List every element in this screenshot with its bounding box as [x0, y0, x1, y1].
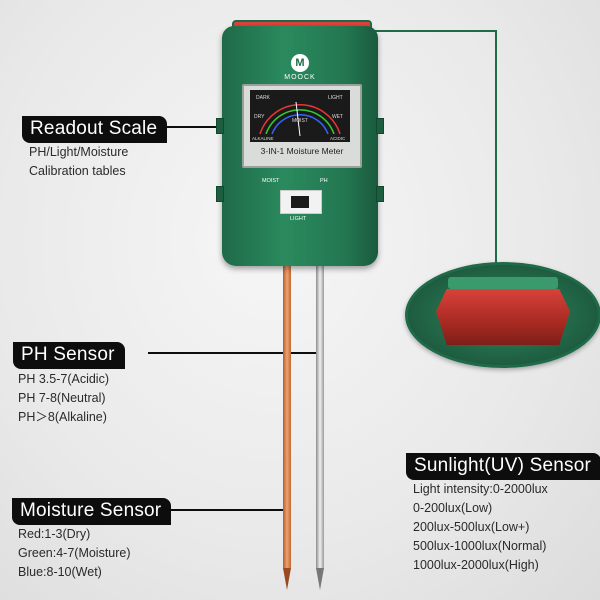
moisture-title: Moisture Sensor — [12, 498, 172, 525]
scale-wet: WET — [332, 114, 343, 120]
side-notch-right — [376, 118, 384, 134]
scale-light: LIGHT — [328, 95, 343, 101]
side-notch-left — [216, 118, 224, 134]
analog-meter-face: DARK LIGHT DRY WET MOIST ALKALINE ACIDIC — [250, 90, 350, 142]
ph-probe — [283, 264, 291, 569]
ph-connector — [148, 352, 320, 354]
scale-alkaline: ALKALINE — [252, 136, 274, 141]
readout-title: Readout Scale — [22, 116, 168, 143]
sunlight-line: 0-200lux(Low) — [413, 501, 493, 515]
switch-label-moist: MOIST — [262, 178, 280, 184]
meter-scale-graphic: DARK LIGHT DRY WET MOIST ALKALINE ACIDIC — [252, 95, 346, 141]
ph-desc: PH 3.5-7(Acidic) PH 7-8(Neutral) PH＞8(Al… — [18, 370, 109, 427]
scale-acidic: ACIDIC — [330, 136, 346, 141]
switch-label-light: LIGHT — [290, 216, 307, 222]
ph-line: PH 7-8(Neutral) — [18, 391, 106, 405]
moisture-meter-device: M MOOCK DARK LIGHT DRY WET MOIST ALKALIN… — [216, 26, 384, 266]
mode-switch-panel: MOIST PH LIGHT — [262, 176, 338, 226]
sunlight-title: Sunlight(UV) Sensor — [406, 453, 600, 480]
meter-title: 3-IN-1 Moisture Meter — [260, 146, 344, 156]
sunlight-line: Light intensity:0-2000lux — [413, 482, 548, 496]
moisture-desc: Red:1-3(Dry) Green:4-7(Moisture) Blue:8-… — [18, 525, 131, 582]
ph-title: PH Sensor — [13, 342, 125, 369]
mode-switch[interactable] — [280, 190, 322, 214]
switch-label-ph: PH — [320, 178, 328, 184]
sunlight-connector-v — [495, 30, 497, 270]
meter-window: DARK LIGHT DRY WET MOIST ALKALINE ACIDIC… — [242, 84, 362, 168]
ph-line: PH＞8(Alkaline) — [18, 410, 107, 424]
sunlight-line: 500lux-1000lux(Normal) — [413, 539, 547, 553]
zoom-rim — [448, 277, 558, 289]
side-notch-right-2 — [376, 186, 384, 202]
sunlight-connector-h — [360, 30, 496, 32]
moisture-probe — [316, 264, 324, 569]
readout-line: PH/Light/Moisture — [29, 145, 129, 159]
moisture-line: Blue:8-10(Wet) — [18, 565, 102, 579]
moisture-line: Red:1-3(Dry) — [18, 527, 91, 541]
light-sensor-zoom — [405, 262, 600, 368]
readout-desc: PH/Light/Moisture Calibration tables — [29, 143, 128, 181]
ph-line: PH 3.5-7(Acidic) — [18, 372, 109, 386]
sunlight-desc: Light intensity:0-2000lux 0-200lux(Low) … — [413, 480, 548, 575]
sunlight-line: 1000lux-2000lux(High) — [413, 558, 539, 572]
ph-probe-tip — [283, 568, 291, 590]
scale-moist: MOIST — [292, 118, 308, 124]
mode-switch-knob[interactable] — [291, 196, 309, 208]
moisture-line: Green:4-7(Moisture) — [18, 546, 131, 560]
moisture-connector — [150, 509, 290, 511]
brand-logo-icon: M — [291, 54, 309, 72]
readout-line: Calibration tables — [29, 164, 126, 178]
sunlight-line: 200lux-500lux(Low+) — [413, 520, 530, 534]
brand-logo: M MOOCK — [222, 54, 378, 81]
zoom-red-lens — [436, 289, 570, 345]
brand-name: MOOCK — [284, 74, 316, 81]
scale-dark: DARK — [256, 95, 271, 101]
side-notch-left-2 — [216, 186, 224, 202]
readout-connector — [160, 126, 232, 128]
moisture-probe-tip — [316, 568, 324, 590]
scale-dry: DRY — [254, 114, 265, 120]
